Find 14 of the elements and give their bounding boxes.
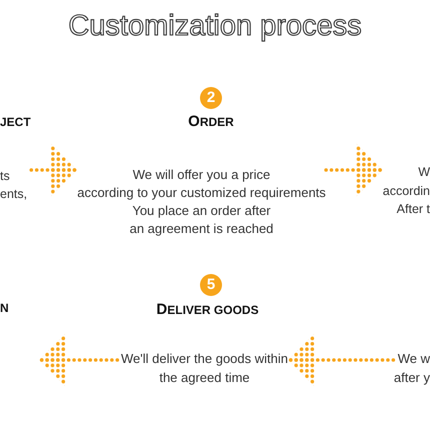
dotted-arrow [286, 333, 396, 387]
step-number: 5 [200, 274, 222, 296]
step-heading: ORDER [188, 113, 234, 131]
step-description: We w after y [394, 350, 430, 387]
step-heading: N [0, 300, 9, 317]
step-number: 2 [200, 87, 222, 109]
step-heading: DELIVER GOODS [156, 301, 259, 319]
dotted-arrow [324, 143, 385, 197]
title: Customization process [68, 9, 362, 43]
step-description: W accordin After t [382, 164, 430, 218]
step-description: We will offer you a price according to your customized requirements You place an order after an agreement is reached [77, 166, 326, 238]
step-description: ts ents, [0, 168, 28, 203]
step-description: We'll deliver the goods within the agreed time [121, 350, 288, 386]
step-heading: JECT [0, 114, 31, 131]
